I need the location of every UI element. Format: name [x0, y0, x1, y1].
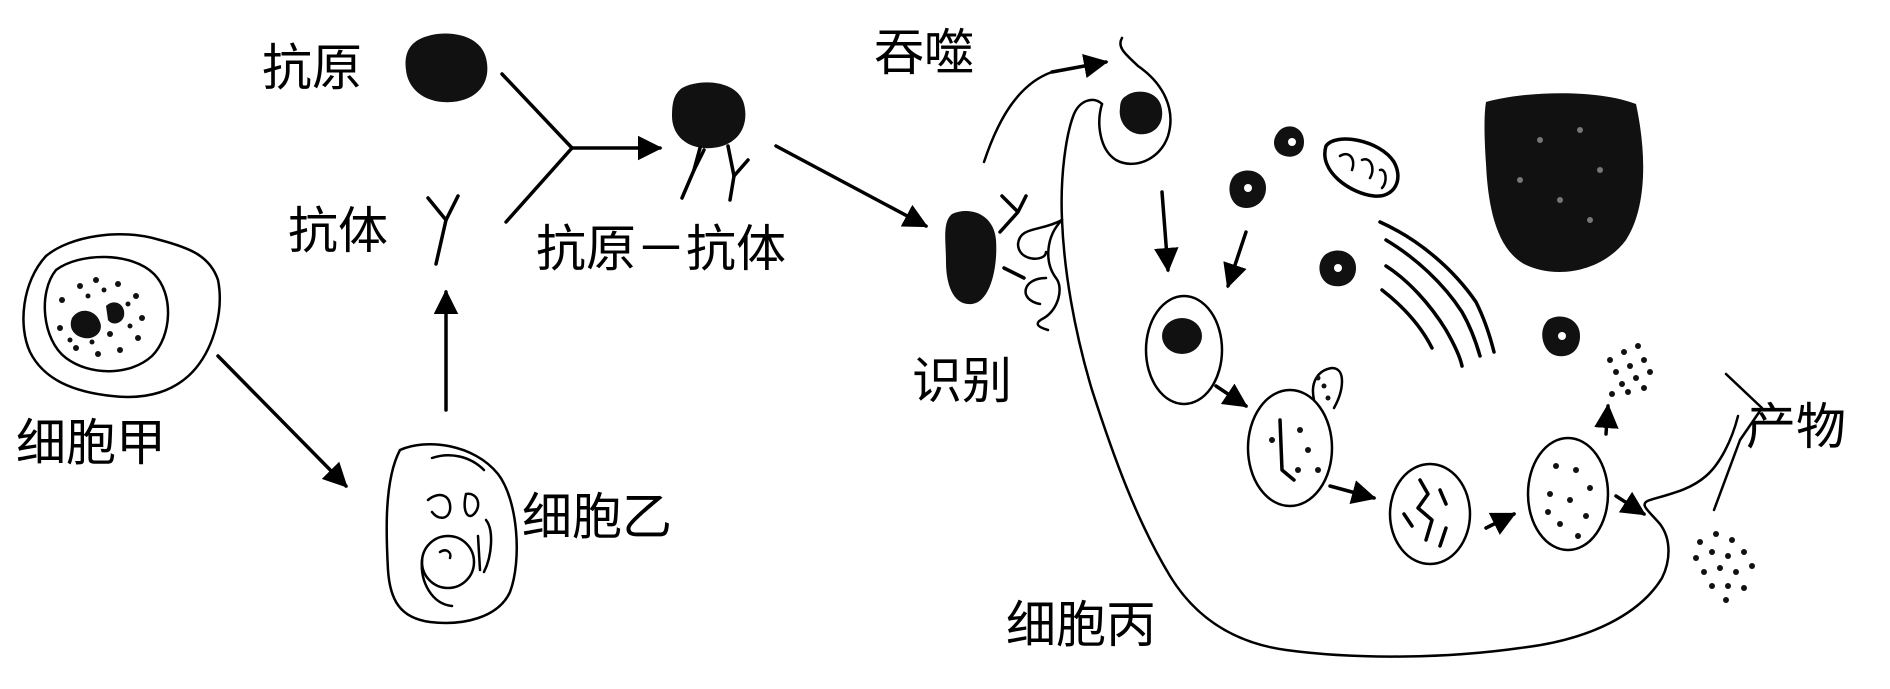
antigen-antibody-complex-icon — [672, 82, 750, 202]
label-antibody: 抗体 — [288, 202, 388, 260]
cell-c-icon — [982, 36, 1764, 658]
secretion-right-arrow — [1614, 491, 1647, 516]
phagosome-icon — [1144, 294, 1224, 406]
stage1-arrow — [1214, 383, 1249, 408]
product-particles-lower-icon — [1693, 531, 1755, 603]
golgi-apparatus-icon — [1378, 220, 1496, 368]
label-phagocytosis: 吞噬 — [874, 24, 974, 82]
lysosome-icon-2 — [1229, 170, 1266, 208]
recognized-complex-icon — [945, 211, 997, 305]
stage3-arrow — [1484, 512, 1517, 535]
lysosome-arrow — [1223, 230, 1248, 289]
antigen-icon — [405, 33, 488, 103]
label-antigen: 抗原 — [262, 39, 362, 97]
nucleus-icon — [1484, 93, 1644, 272]
cell-a-icon — [22, 233, 221, 399]
vesicle-small-icon-2 — [1542, 316, 1580, 357]
vesicle-small-icon — [1319, 250, 1356, 287]
lysosome-icon — [1274, 126, 1304, 157]
label-cell-c: 细胞丙 — [1006, 596, 1156, 654]
secretory-vesicle-icon — [1526, 436, 1610, 552]
digestion-vesicle-icon — [1388, 462, 1472, 566]
cell-a-to-cell-b-arrow — [216, 354, 348, 488]
stage2-arrow — [1328, 480, 1377, 505]
phagolysosome-icon — [1246, 366, 1344, 508]
cell-b-icon — [385, 443, 518, 625]
label-recognition: 识别 — [912, 352, 1012, 410]
engulfed-vesicle-icon — [1119, 91, 1163, 135]
label-antigen-antibody: 抗原－抗体 — [536, 220, 786, 278]
vesicle-down-arrow — [1154, 190, 1179, 273]
label-cell-b: 细胞乙 — [522, 488, 672, 546]
antibody-icon — [426, 194, 460, 266]
complex-to-cell-arrow — [774, 144, 929, 228]
secretion-up-arrow — [1594, 403, 1619, 436]
label-cell-a: 细胞甲 — [16, 414, 166, 472]
binding-arrow — [500, 72, 663, 224]
mitochondrion-icon — [1323, 137, 1400, 198]
product-particles-upper-icon — [1607, 343, 1653, 397]
